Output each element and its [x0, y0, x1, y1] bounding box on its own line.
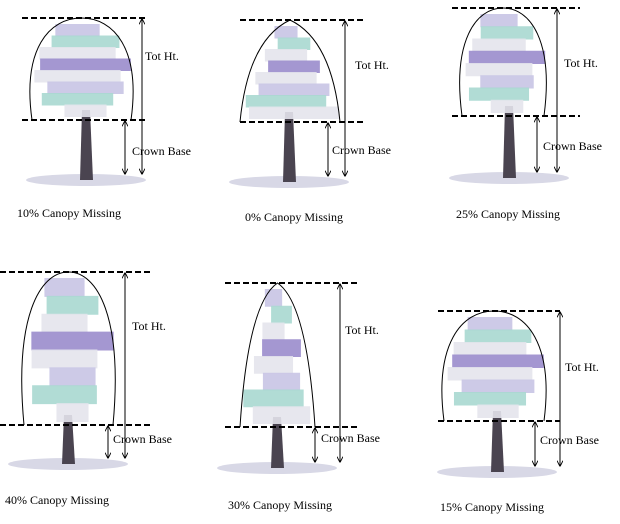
panel-4-trunk: [62, 415, 75, 464]
panel-1-caption: 10% Canopy Missing: [17, 206, 122, 220]
panel-2-foliage: [274, 26, 298, 39]
panel-2-trunk: [283, 112, 296, 182]
panel-3-foliage: [472, 38, 526, 52]
panel-1-foliage: [51, 35, 120, 48]
panel-1-trunk: [80, 110, 93, 180]
panel-4-tot-ht-label: Tot Ht.: [132, 319, 166, 333]
panel-4-foliage: [56, 403, 89, 422]
panel-5-foliage: [262, 372, 301, 391]
panel-2-foliage: [249, 106, 339, 119]
panel-1-foliage: [40, 58, 131, 71]
panel-4-crown-base-label: Crown Base: [113, 432, 172, 446]
panel-1-tot-ht-label: Tot Ht.: [145, 49, 179, 63]
panel-5-trunk: [271, 417, 284, 468]
panel-2-foliage: [245, 95, 327, 108]
panel-2-tot-ht-label: Tot Ht.: [355, 58, 389, 72]
panel-1-foliage: [34, 70, 121, 83]
panel-4-foliage: [31, 349, 98, 369]
panel-5-foliage: [271, 305, 292, 324]
panel-3-crown-base-label: Crown Base: [543, 139, 602, 153]
panel-2-crown-base-label: Crown Base: [332, 143, 391, 157]
panel-4-caption: 40% Canopy Missing: [5, 493, 110, 507]
panel-5-foliage: [253, 356, 294, 374]
panel-5-tot-ht-label: Tot Ht.: [345, 323, 379, 337]
panel-3-trunk: [503, 106, 516, 178]
panel-5-foliage: [252, 406, 311, 424]
panel-4-foliage: [46, 295, 99, 315]
panel-2-foliage: [264, 49, 308, 62]
panel-4-foliage: [32, 385, 97, 405]
panel-3-tot-ht-label: Tot Ht.: [564, 56, 598, 70]
panel-1-foliage: [64, 104, 107, 117]
panel-3-foliage: [465, 63, 533, 77]
panel-2-foliage: [277, 37, 311, 50]
panel-1-foliage: [47, 81, 124, 94]
panel-5-foliage: [262, 339, 301, 357]
panel-1-foliage: [39, 47, 116, 60]
panel-4-foliage: [41, 313, 88, 333]
panel-6-foliage: [452, 354, 544, 368]
panel-3-foliage: [480, 14, 518, 28]
panel-6-caption: 15% Canopy Missing: [440, 500, 545, 514]
panel-3-foliage: [480, 26, 534, 40]
panel-5-crown-base-label: Crown Base: [321, 431, 380, 445]
panel-3-foliage: [480, 75, 534, 89]
panel-5-foliage: [243, 389, 304, 408]
panel-5-foliage: [264, 289, 283, 307]
panel-2-foliage: [255, 72, 317, 85]
panel-6-foliage: [447, 367, 533, 381]
panel-5-crown-outline: [239, 282, 316, 428]
panel-2-foliage: [258, 83, 330, 96]
panel-6-foliage: [461, 379, 535, 393]
panel-5-caption: 30% Canopy Missing: [228, 498, 333, 512]
panel-6-foliage: [467, 317, 513, 331]
panel-6-crown-base-label: Crown Base: [540, 433, 599, 447]
panel-6-tot-ht-label: Tot Ht.: [565, 360, 599, 374]
panel-3-foliage: [490, 99, 524, 113]
panel-6-foliage: [453, 342, 527, 356]
panel-6-trunk: [491, 411, 504, 472]
panel-2-caption: 0% Canopy Missing: [245, 210, 344, 224]
panel-4-foliage: [31, 331, 114, 351]
panel-6-foliage: [477, 404, 519, 418]
panel-1-foliage: [55, 24, 100, 37]
panel-2-foliage: [268, 60, 320, 73]
panel-1-foliage: [41, 93, 114, 106]
panel-6-foliage: [464, 329, 532, 343]
panel-6-foliage: [453, 392, 527, 406]
panel-3-foliage: [468, 50, 546, 64]
panel-1-crown-base-label: Crown Base: [132, 144, 191, 158]
panel-4-foliage: [49, 367, 96, 387]
panel-3-caption: 25% Canopy Missing: [456, 207, 561, 221]
panel-4-foliage: [44, 278, 85, 297]
panel-3-foliage: [468, 87, 530, 101]
panel-5-foliage: [262, 322, 285, 341]
